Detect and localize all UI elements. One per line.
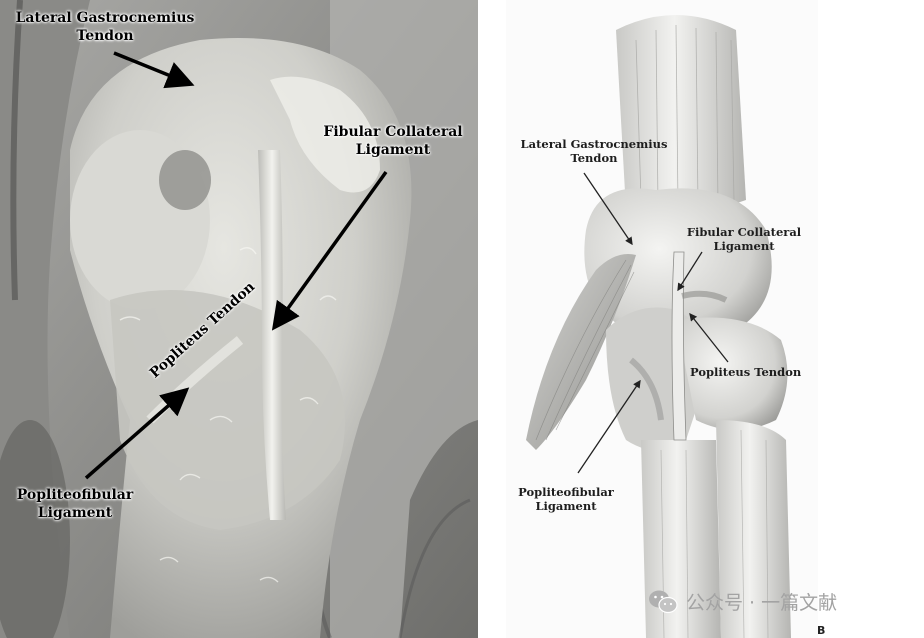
anatomical-illustration-panel: Lateral Gastrocnemius Tendon Fibular Col…	[506, 0, 818, 638]
label-popliteofibular-ligament: Popliteofibular Ligament	[16, 487, 134, 521]
panel-b-leader-lines	[577, 172, 729, 474]
cadaver-photo-illustration	[0, 0, 478, 638]
leader-fibular-collateral-ligament	[677, 251, 703, 292]
watermark: 公众号 · 一篇文献	[648, 588, 837, 615]
arrow-lateral-gastrocnemius-tendon	[113, 51, 195, 89]
label-lateral-gastrocnemius-tendon: Lateral Gastrocnemius Tendon	[15, 10, 195, 44]
panel-a-arrows	[84, 51, 388, 480]
label-popliteofibular-ligament-b: Popliteofibular Ligament	[518, 485, 614, 514]
label-popliteus-tendon-b: Popliteus Tendon	[690, 365, 802, 379]
knee-illustration	[526, 15, 791, 638]
watermark-text: 公众号 · 一篇文献	[686, 592, 838, 614]
wechat-logo-icon	[649, 590, 678, 613]
cadaver-photo-panel: Lateral Gastrocnemius Tendon Fibular Col…	[0, 0, 478, 638]
leader-lateral-gastrocnemius-tendon	[583, 172, 633, 246]
arrow-popliteofibular-ligament	[84, 387, 190, 480]
arrow-fibular-collateral-ligament	[271, 170, 388, 331]
panel-letter-b: B	[817, 624, 826, 637]
leader-popliteofibular-ligament	[577, 379, 641, 474]
leader-popliteus-tendon	[689, 312, 729, 363]
label-lateral-gastrocnemius-tendon-b: Lateral Gastrocnemius Tendon	[520, 137, 668, 166]
label-fibular-collateral-ligament-b: Fibular Collateral Ligament	[686, 225, 802, 254]
label-fibular-collateral-ligament: Fibular Collateral Ligament	[323, 124, 463, 158]
